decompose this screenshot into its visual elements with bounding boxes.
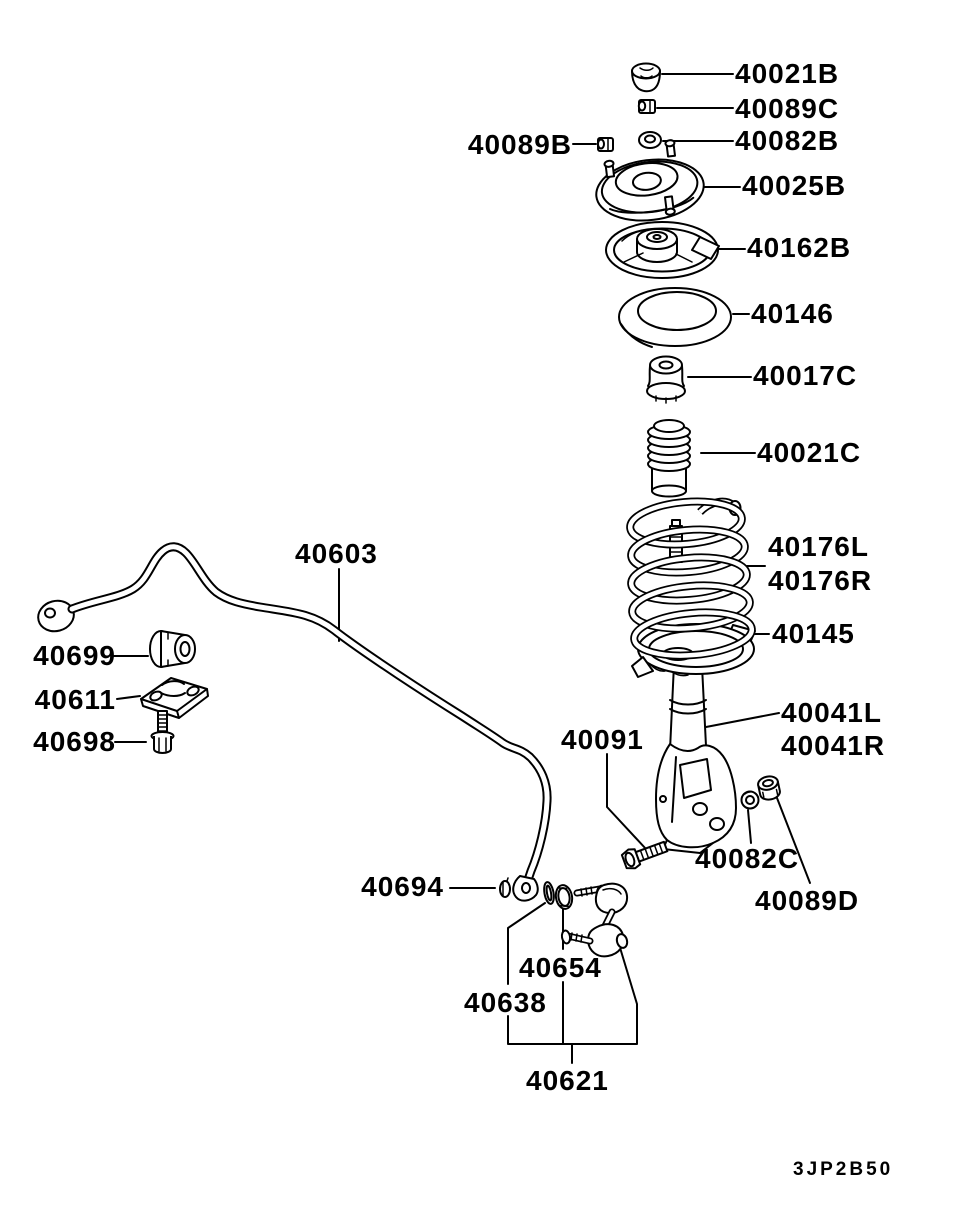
label-link-washer: 40638 [464,987,547,1018]
dust-cover-40021C [647,419,691,498]
spring-pad-40146 [618,287,732,348]
stabilizer-bracket-40611 [140,677,209,719]
strut-40041 [655,663,737,854]
upper-spring-seat-40162B [605,221,720,279]
small-nut-40089D [757,775,781,801]
label-small-washer: 40082C [695,843,800,874]
label-lower-spring-seat: 40145 [772,618,855,649]
stabilizer-link-40621 [560,882,629,958]
diagram-code: 3JP2B50 [793,1159,894,1180]
label-stabilizer-bar: 40603 [295,538,378,569]
nut-40089B [597,137,614,152]
label-stabilizer-bracket: 40611 [34,684,116,715]
label-cap: 40021B [735,58,840,89]
label-bar-clip: 40694 [361,871,444,902]
small-washer-40082C [740,790,760,810]
link-ring-40654 [554,884,574,910]
label-upper-nut: 40089C [735,93,840,124]
label-strut-left: 40041L [781,697,882,728]
nut-40089C [637,99,656,114]
strut-bolt-40091 [620,840,669,870]
label-upper-spring-seat: 40162B [747,232,852,263]
label-stabilizer-link: 40621 [526,1065,609,1096]
label-small-nut: 40089D [755,885,860,916]
stabilizer-bushing-40699 [149,630,196,668]
bar-clip-40694 [499,877,511,898]
washer-40082B [638,131,662,149]
label-spring-pad: 40146 [751,298,834,329]
label-strut-right: 40041R [781,730,886,761]
stabilizer-bar-40603 [37,542,552,902]
label-strut-mount: 40025B [742,170,847,201]
link-washer-40638 [543,881,555,905]
cap-40021B [631,62,661,93]
bump-stopper-40017C [646,355,686,404]
label-strut-bolt: 40091 [561,724,644,755]
coil-spring-40176 [626,497,756,660]
bracket-bolt-40698 [150,710,175,754]
label-bump-stopper: 40017C [753,360,858,391]
label-bracket-bolt: 40698 [33,726,116,757]
label-upper-washer: 40082B [735,125,840,156]
label-side-nut: 40089B [467,129,572,160]
label-link-ring: 40654 [519,952,602,983]
label-dust-cover: 40021C [757,437,862,468]
label-stabilizer-bushing: 40699 [33,640,116,671]
label-coil-spring-right: 40176R [768,565,873,596]
strut-mount-40025B [595,139,705,222]
label-coil-spring-left: 40176L [768,531,869,562]
